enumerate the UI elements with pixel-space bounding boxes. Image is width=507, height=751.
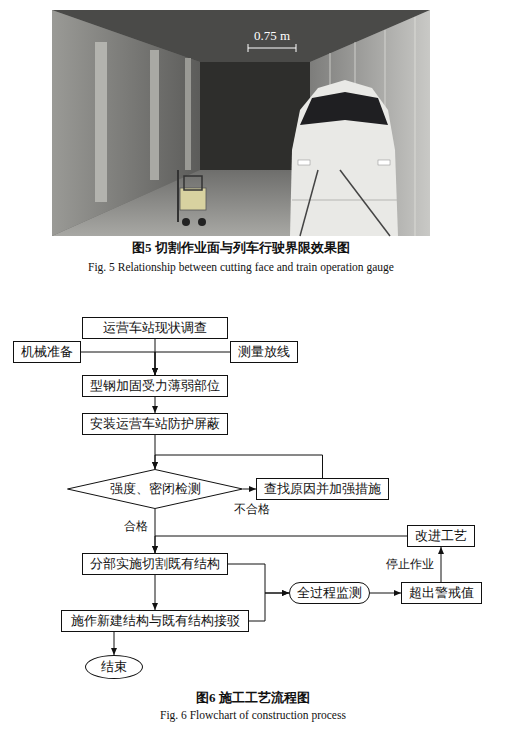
end-ellipse: 结束 bbox=[85, 655, 143, 679]
process-box: 查找原因并加强措施 bbox=[256, 478, 389, 500]
node-text: 强度、密闭检测 bbox=[110, 481, 201, 497]
node-text: 施作新建结构与既有结构接驳 bbox=[71, 613, 240, 629]
node-text: 安装运营车站防护屏蔽 bbox=[90, 416, 220, 432]
process-box: 安装运营车站防护屏蔽 bbox=[82, 413, 228, 435]
node-text: 超出警戒值 bbox=[409, 585, 474, 601]
figure-caption-en: Fig. 5 Relationship between cutting face… bbox=[88, 261, 394, 275]
flow-arrow bbox=[155, 575, 156, 610]
flow-arrow bbox=[155, 455, 323, 478]
flow-arrow bbox=[370, 593, 401, 594]
node-text: 运营车站现状调查 bbox=[103, 320, 207, 336]
node-text: 机械准备 bbox=[21, 344, 73, 360]
flow-arrow bbox=[155, 536, 407, 553]
process-box: 改进工艺 bbox=[407, 525, 475, 547]
figure-caption: 图5 切割作业面与列车行驶界限效果图 bbox=[132, 240, 350, 256]
flow-arrow bbox=[249, 593, 289, 621]
process-box: 运营车站现状调查 bbox=[82, 317, 228, 339]
process-box: 机械准备 bbox=[13, 341, 81, 363]
node-text: 分部实施切割既有结构 bbox=[90, 556, 220, 572]
process-box: 超出警戒值 bbox=[401, 582, 482, 604]
edge-label: 停止作业 bbox=[385, 557, 435, 571]
process-box: 测量放线 bbox=[230, 341, 298, 363]
flow-arrow bbox=[114, 632, 115, 655]
dimension-label: 0.75 m bbox=[254, 28, 290, 44]
terminal-pill: 全过程监测 bbox=[289, 582, 370, 604]
node-text: 结束 bbox=[101, 659, 127, 675]
process-box: 施作新建结构与既有结构接驳 bbox=[61, 610, 249, 632]
figure-caption: 图6 施工工艺流程图 bbox=[196, 690, 310, 706]
node-text: 查找原因并加强措施 bbox=[264, 481, 381, 497]
decision-diamond: 强度、密闭检测 bbox=[67, 469, 243, 509]
node-text: 改进工艺 bbox=[415, 528, 467, 544]
flow-arrow bbox=[441, 547, 442, 582]
edge-label: 合格 bbox=[123, 519, 149, 533]
node-text: 型钢加固受力薄弱部位 bbox=[90, 378, 220, 394]
node-text: 测量放线 bbox=[238, 344, 290, 360]
flow-arrow bbox=[243, 489, 256, 490]
node-text: 全过程监测 bbox=[297, 585, 362, 601]
figure-caption-en: Fig. 6 Flowchart of construction process bbox=[160, 709, 346, 723]
flow-arrow bbox=[155, 397, 156, 413]
flow-arrow bbox=[155, 352, 230, 375]
edge-label: 不合格 bbox=[233, 502, 271, 516]
flow-arrow bbox=[228, 564, 289, 593]
process-box: 型钢加固受力薄弱部位 bbox=[82, 375, 228, 397]
flow-arrow bbox=[81, 352, 155, 375]
process-box: 分部实施切割既有结构 bbox=[82, 553, 228, 575]
